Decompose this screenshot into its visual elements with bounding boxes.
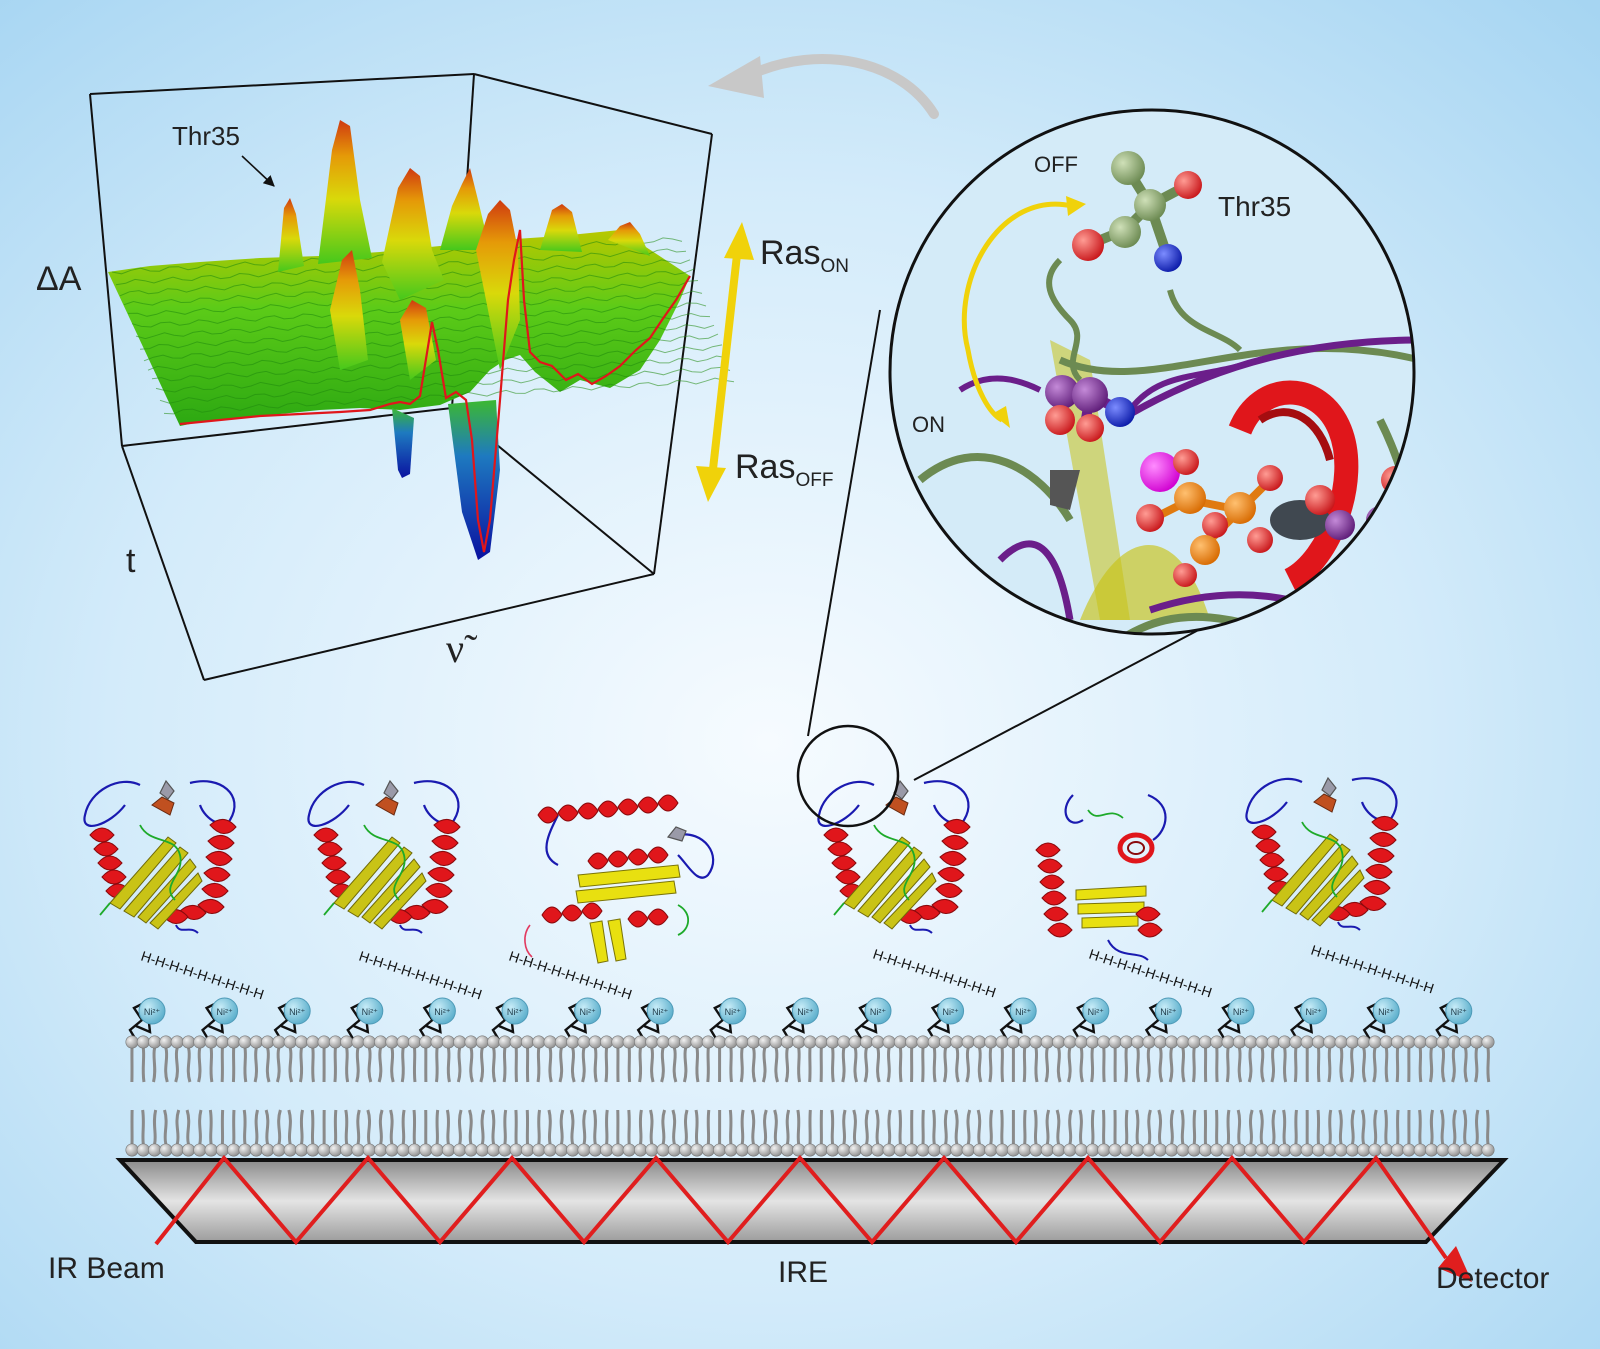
zoom-line-upper	[807, 309, 881, 737]
surface-texture	[111, 237, 735, 415]
zoom-off-label: OFF	[1034, 152, 1078, 177]
negative-band-1	[392, 408, 414, 478]
svg-text:Ni²⁺: Ni²⁺	[362, 1007, 378, 1017]
svg-text:Ni²⁺: Ni²⁺	[216, 1007, 232, 1017]
ir-beam-label: IR Beam	[48, 1252, 165, 1285]
svg-text:Ni²⁺: Ni²⁺	[507, 1007, 523, 1017]
svg-text:Ni²⁺: Ni²⁺	[144, 1007, 160, 1017]
detector-label: Detector	[1436, 1262, 1549, 1295]
active-site-zoom: OFF ON Thr35	[888, 108, 1416, 636]
beam-out-arrowhead	[1438, 1246, 1472, 1282]
svg-text:Ni²⁺: Ni²⁺	[1088, 1007, 1104, 1017]
svg-text:Ni²⁺: Ni²⁺	[870, 1007, 886, 1017]
front-spectrum-trace	[179, 229, 691, 553]
peak-annotation-arrow	[241, 155, 275, 187]
svg-text:Ni²⁺: Ni²⁺	[434, 1007, 450, 1017]
ni-nta-anchors: Ni²⁺ Ni²⁺ Ni²⁺ Ni²⁺ Ni²⁺ Ni²⁺ Ni²⁺ Ni²⁺ Ni²⁺ Ni²⁺…	[128, 997, 1473, 1041]
state-on-label: RasON	[760, 234, 849, 277]
svg-text:Ni²⁺: Ni²⁺	[1015, 1007, 1031, 1017]
zoom-on-label: ON	[912, 412, 945, 437]
svg-text:Ni²⁺: Ni²⁺	[725, 1007, 741, 1017]
state-switch-arrow	[696, 222, 754, 502]
ire-label: IRE	[778, 1256, 828, 1289]
spectrum-surface	[108, 230, 690, 426]
svg-text:Ni²⁺: Ni²⁺	[289, 1007, 305, 1017]
magnifier-circle	[796, 724, 900, 828]
svg-text:Ni²⁺: Ni²⁺	[1160, 1007, 1176, 1017]
svg-text:Ni²⁺: Ni²⁺	[1451, 1007, 1467, 1017]
lipid-bilayer	[125, 1035, 1495, 1157]
ir-beam-path	[154, 1154, 1448, 1260]
curved-return-arrow	[708, 54, 939, 119]
axis-label-t: t	[126, 542, 136, 580]
ir-crystal	[115, 1154, 1509, 1282]
axis-label-delta-a: ΔA	[36, 260, 82, 298]
zoom-residue-label: Thr35	[1218, 191, 1291, 222]
svg-text:Ni²⁺: Ni²⁺	[1305, 1007, 1321, 1017]
svg-text:Ni²⁺: Ni²⁺	[942, 1007, 958, 1017]
svg-text:Ni²⁺: Ni²⁺	[579, 1007, 595, 1017]
svg-text:Ni²⁺: Ni²⁺	[1378, 1007, 1394, 1017]
svg-text:Ni²⁺: Ni²⁺	[1233, 1007, 1249, 1017]
state-off-label: RasOFF	[735, 448, 833, 491]
positive-bands	[278, 120, 650, 380]
svg-text:Ni²⁺: Ni²⁺	[797, 1007, 813, 1017]
svg-text:Ni²⁺: Ni²⁺	[652, 1007, 668, 1017]
peak-annotation-label: Thr35	[172, 121, 240, 151]
difference-spectrum-3d: Thr35 ΔA t ν̃	[36, 73, 735, 681]
